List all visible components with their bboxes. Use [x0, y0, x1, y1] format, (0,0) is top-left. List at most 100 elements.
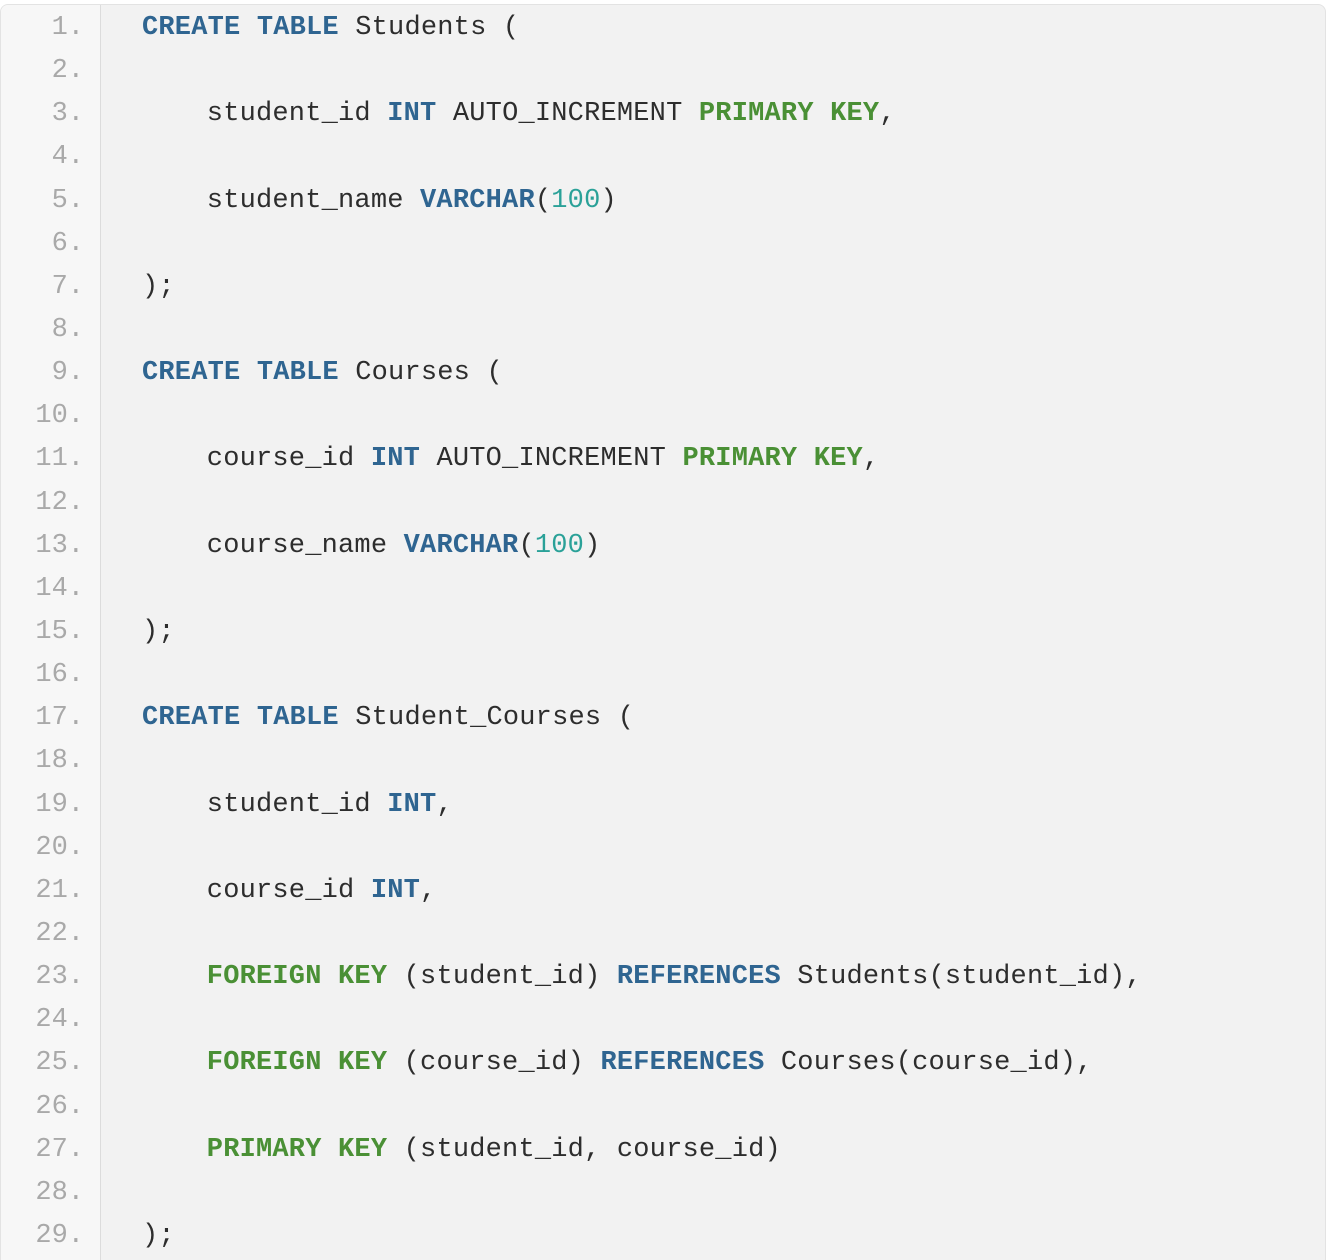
- line-number: 12.: [35, 487, 84, 518]
- code-token: (student_id, course_id): [387, 1134, 781, 1165]
- code-line: 14.: [1, 568, 1325, 611]
- code-token: (: [518, 530, 535, 561]
- line-number: 7.: [51, 271, 84, 302]
- code-token: REFERENCES: [616, 962, 781, 993]
- code-token: INT: [387, 789, 437, 820]
- code-token: );: [142, 1220, 175, 1251]
- code-line: 13. course_name VARCHAR(100): [1, 525, 1325, 568]
- line-number: 15.: [35, 616, 84, 647]
- code-line: 24.: [1, 999, 1325, 1042]
- code-token: AUTO_INCREMENT: [420, 444, 683, 475]
- code-text: CREATE TABLE Student_Courses (: [142, 697, 634, 740]
- code-token: FOREIGN KEY: [206, 1048, 388, 1079]
- code-token: INT: [370, 444, 421, 475]
- code-line: 25. FOREIGN KEY (course_id) REFERENCES Co…: [1, 1042, 1325, 1085]
- line-number: 11.: [35, 444, 84, 475]
- code-text: FOREIGN KEY (course_id) REFERENCES Cours…: [142, 1042, 1093, 1085]
- code-line: 26.: [1, 1086, 1325, 1129]
- code-token: VARCHAR: [420, 185, 535, 216]
- code-line: 29.);: [1, 1215, 1325, 1258]
- line-number: 23.: [35, 962, 84, 993]
- code-token: Students(student_id),: [780, 962, 1142, 993]
- code-line: 20.: [1, 827, 1325, 870]
- line-number: 22.: [35, 918, 84, 949]
- code-line: 2.: [1, 50, 1325, 93]
- code-token: );: [142, 271, 175, 302]
- code-token: (course_id): [387, 1048, 601, 1079]
- code-token: course_id: [206, 444, 371, 475]
- code-token: 100: [551, 185, 601, 216]
- code-token: ,: [879, 99, 896, 130]
- code-text: student_id INT,: [142, 784, 453, 827]
- line-number: 10.: [35, 401, 84, 432]
- code-token: ): [584, 530, 601, 561]
- code-line: 9.CREATE TABLE Courses (: [1, 352, 1325, 395]
- code-token: student_name: [206, 185, 421, 216]
- line-number: 2.: [51, 56, 84, 87]
- line-number: 24.: [35, 1005, 84, 1036]
- line-number: 19.: [35, 789, 84, 820]
- code-line: 11. course_id INT AUTO_INCREMENT PRIMARY …: [1, 438, 1325, 481]
- line-number: 13.: [35, 530, 84, 561]
- code-token: INT: [370, 875, 421, 906]
- code-text: student_id INT AUTO_INCREMENT PRIMARY KE…: [142, 93, 896, 136]
- code-line: 8.: [1, 309, 1325, 352]
- code-token: PRIMARY KEY: [206, 1134, 388, 1165]
- code-token: student_id: [206, 789, 388, 820]
- code-token: student_id: [206, 99, 388, 130]
- line-number: 25.: [35, 1048, 84, 1079]
- code-text: FOREIGN KEY (student_id) REFERENCES Stud…: [142, 956, 1142, 999]
- code-token: );: [142, 616, 175, 647]
- code-line: 10.: [1, 395, 1325, 438]
- code-line: 22.: [1, 913, 1325, 956]
- line-number: 21.: [35, 875, 84, 906]
- code-line: 1.CREATE TABLE Students (: [1, 7, 1325, 50]
- code-line: 28.: [1, 1172, 1325, 1215]
- line-number: 26.: [35, 1091, 84, 1122]
- code-text: );: [142, 266, 175, 309]
- code-token: (student_id): [387, 962, 617, 993]
- code-token: course_id: [206, 875, 371, 906]
- code-line: 17. CREATE TABLE Student_Courses (: [1, 697, 1325, 740]
- code-text: course_name VARCHAR(100): [142, 525, 601, 568]
- line-number: 8.: [51, 314, 84, 345]
- code-token: ): [600, 185, 617, 216]
- line-number: 3.: [51, 99, 84, 130]
- code-line: 16.: [1, 654, 1325, 697]
- code-token: FOREIGN KEY: [206, 962, 388, 993]
- code-line: 6.: [1, 223, 1325, 266]
- code-token: VARCHAR: [403, 530, 519, 561]
- code-token: REFERENCES: [600, 1048, 765, 1079]
- code-token: CREATE TABLE: [142, 703, 339, 734]
- line-number: 4.: [51, 142, 84, 173]
- code-text: student_name VARCHAR(100): [142, 180, 617, 223]
- code-line: 18.: [1, 740, 1325, 783]
- code-line: 7.);: [1, 266, 1325, 309]
- code-token: Student_Courses (: [338, 703, 635, 734]
- code-token: Students (: [338, 13, 520, 43]
- code-token: INT: [387, 99, 437, 130]
- code-token: Courses (: [338, 358, 503, 389]
- code-line: 27.PRIMARY KEY (student_id, course_id): [1, 1129, 1325, 1172]
- line-number: 18.: [35, 746, 84, 777]
- code-token: AUTO_INCREMENT: [436, 99, 699, 130]
- code-line: 15.);: [1, 611, 1325, 654]
- code-text: course_id INT,: [142, 870, 436, 913]
- code-token: ,: [420, 875, 437, 906]
- code-line: 5.student_name VARCHAR(100): [1, 180, 1325, 223]
- code-token: PRIMARY KEY: [698, 99, 880, 130]
- code-token: ,: [436, 789, 453, 820]
- line-number: 28.: [35, 1177, 84, 1208]
- code-line: 3. student_id INT AUTO_INCREMENT PRIMARY …: [1, 93, 1325, 136]
- code-token: 100: [534, 530, 585, 561]
- code-token: ,: [862, 444, 880, 475]
- line-number: 29.: [35, 1220, 84, 1251]
- code-line: 19. student_id INT,: [1, 784, 1325, 827]
- code-token: PRIMARY KEY: [682, 444, 863, 475]
- code-line: 23. FOREIGN KEY (student_id) REFERENCES S…: [1, 956, 1325, 999]
- code-token: (: [534, 185, 552, 216]
- line-number: 20.: [35, 832, 84, 863]
- code-token: Courses(course_id),: [764, 1048, 1093, 1079]
- line-number: 17.: [35, 703, 84, 734]
- code-editor[interactable]: 1.CREATE TABLE Students ( 2. 3. student_id …: [0, 4, 1326, 1260]
